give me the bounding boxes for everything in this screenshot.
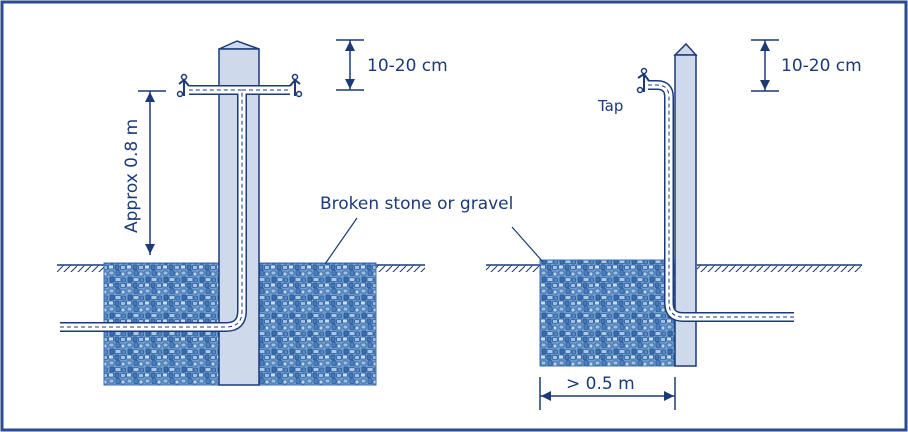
- right-gravel-pit: [539, 259, 677, 367]
- tap-label: Tap: [597, 97, 623, 115]
- depth-dimension: [138, 90, 166, 255]
- width-label: > 0.5 m: [566, 374, 635, 394]
- left-standpipe: 10-20 cm Approx 0.8 m Broken stone or gr…: [57, 39, 513, 386]
- width-dimension: [539, 377, 676, 410]
- left-pipe: [60, 85, 290, 332]
- right-height-label: 10-20 cm: [781, 56, 862, 76]
- arrow-icon: [541, 391, 551, 401]
- arrow-icon: [664, 391, 674, 401]
- arrow-icon: [145, 244, 155, 254]
- left-height-label: 10-20 cm: [367, 56, 448, 76]
- right-gravel-leader-line: [511, 226, 544, 263]
- gravel-label: Broken stone or gravel: [320, 194, 513, 214]
- gravel-leader-line: [324, 217, 358, 265]
- arrow-icon: [345, 79, 355, 89]
- arrow-icon: [760, 41, 770, 51]
- right-ground: [486, 264, 862, 272]
- arrow-icon: [345, 41, 355, 51]
- depth-label: Approx 0.8 m: [122, 119, 142, 233]
- right-post: [673, 42, 698, 367]
- right-pipe: [648, 80, 794, 322]
- right-standpipe: Tap 10-20 cm > 0.5 m: [486, 39, 862, 410]
- arrow-icon: [145, 92, 155, 102]
- left-height-dimension: [336, 39, 364, 91]
- tap-icon: [176, 73, 190, 98]
- tap-icon: [289, 73, 303, 98]
- arrow-icon: [760, 80, 770, 90]
- tap-icon: [636, 67, 650, 94]
- right-height-dimension: [751, 39, 779, 92]
